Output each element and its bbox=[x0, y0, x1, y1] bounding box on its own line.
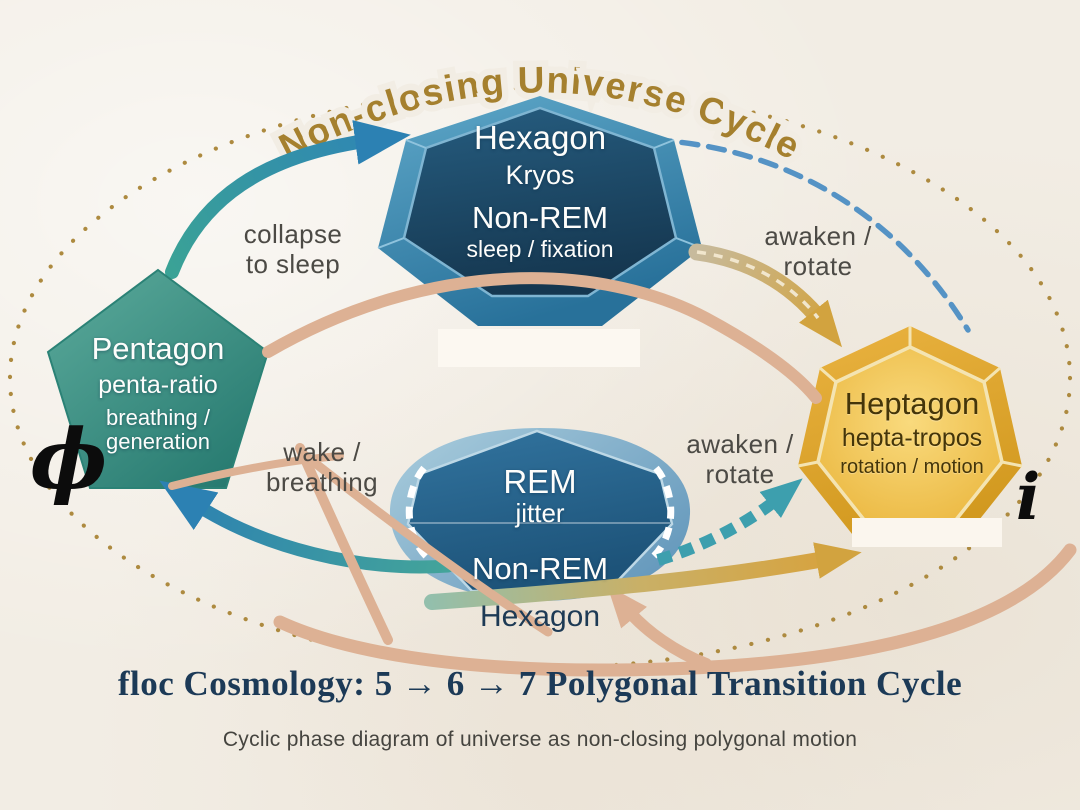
rem-hexagon-node bbox=[389, 428, 691, 601]
hexagon-name: Hexagon bbox=[473, 119, 607, 156]
pentagon-subtitle: penta-ratio bbox=[98, 371, 218, 399]
wake-breathing-arrow bbox=[159, 480, 455, 574]
phi-symbol: ϕ bbox=[30, 412, 108, 508]
wake-breathing-label: wake / breathing bbox=[266, 437, 378, 497]
awaken-rotate-top-label: awaken / rotate bbox=[764, 221, 871, 281]
hexagon-state: Non-REM bbox=[471, 200, 609, 235]
tan-sketch-arc-top bbox=[262, 272, 822, 404]
dotted-orbit-ring bbox=[7, 85, 1073, 671]
pentagon-node-shape bbox=[46, 268, 270, 489]
pentagon-name: Pentagon bbox=[91, 331, 225, 366]
awaken-mid-line1: awaken / bbox=[686, 429, 794, 459]
iota-symbol: i bbox=[1016, 460, 1041, 535]
tan-sketch-stroke-1 bbox=[295, 443, 393, 645]
rem-dashed-edge-right bbox=[651, 465, 675, 559]
wake-line2: breathing bbox=[265, 467, 379, 498]
rem-subtitle: jitter bbox=[515, 498, 565, 528]
footer-subheading: Cyclic phase diagram of universe as non-… bbox=[222, 728, 858, 751]
awaken-mid-line2: rotate bbox=[705, 459, 775, 490]
awaken-rotate-top-arrow-dashes bbox=[696, 250, 820, 320]
collapse-label-line2: to sleep bbox=[245, 249, 341, 280]
pentagon-caption-line2: generation bbox=[106, 429, 210, 454]
blank-patch-under-heptagon bbox=[852, 518, 1002, 547]
footer-heading: floc Cosmology: 5 → 6 → 7 Polygonal Tran… bbox=[117, 664, 963, 703]
collapse-to-sleep-arrow bbox=[165, 120, 411, 279]
hexagon-caption: sleep / fixation bbox=[466, 236, 614, 262]
rem-state: REM bbox=[503, 463, 577, 500]
awaken-top-line2: rotate bbox=[783, 251, 853, 282]
dashed-outer-transition-arc bbox=[652, 137, 971, 333]
awaken-rotate-mid-arrow bbox=[656, 478, 803, 566]
pentagon-caption-line1: breathing / bbox=[106, 405, 210, 430]
wake-line1: wake / bbox=[283, 437, 361, 467]
awaken-top-line1: awaken / bbox=[764, 221, 872, 251]
heptagon-caption: rotation / motion bbox=[840, 456, 984, 478]
collapse-to-sleep-label: collapse to sleep bbox=[244, 219, 343, 279]
rem-substate: Non-REM bbox=[471, 551, 609, 586]
collapse-label-line1: collapse bbox=[243, 219, 343, 249]
tan-sketch-stroke-3 bbox=[168, 452, 344, 490]
hexagon-node bbox=[377, 96, 703, 326]
tan-sketch-stroke-2 bbox=[301, 451, 553, 637]
heptagon-subtitle: hepta-tropos bbox=[841, 424, 983, 452]
heptagon-name: Heptagon bbox=[844, 386, 980, 421]
tan-sketch-arc-bottom bbox=[273, 543, 1077, 677]
hexagon-facet-lines bbox=[377, 139, 703, 249]
awaken-rotate-mid-label: awaken / rotate bbox=[686, 429, 793, 489]
blank-patch-under-hexagon bbox=[438, 329, 640, 367]
rem-caption: Hexagon bbox=[479, 600, 601, 633]
hexagon-subtitle: Kryos bbox=[505, 160, 575, 190]
tan-sketch-arrow-to-hexagon-label bbox=[607, 585, 712, 670]
hexagon-inner-shape bbox=[402, 106, 678, 298]
